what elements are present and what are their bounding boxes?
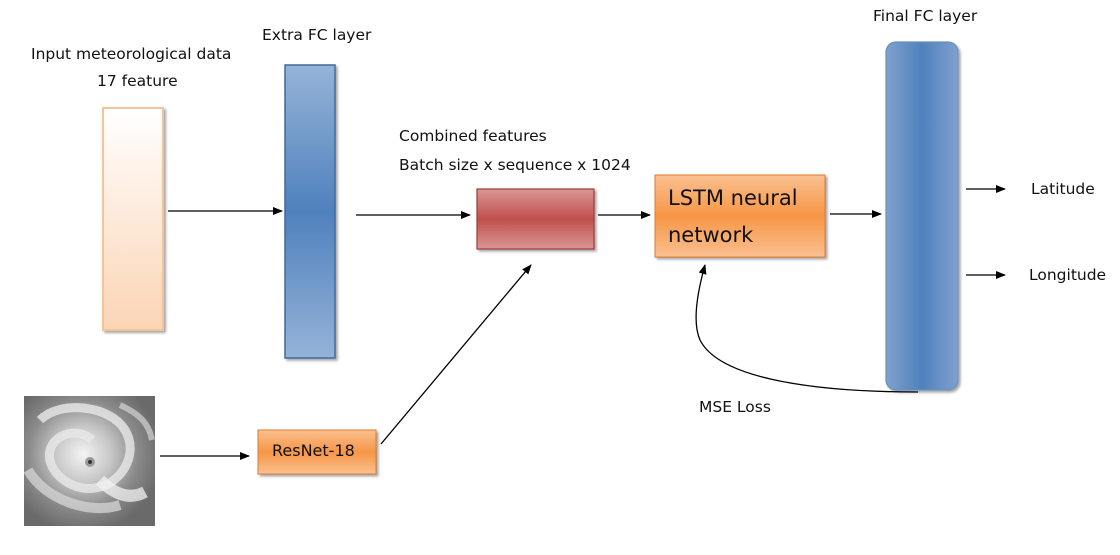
final-fc-layer-block [885, 41, 959, 391]
input-data-block [102, 107, 164, 331]
lstm-label-line2: network [668, 223, 754, 247]
arrow-resnet-to-combined [380, 264, 532, 445]
extra-fc-layer-block [284, 64, 336, 359]
longitude-label: Longitude [1029, 266, 1107, 284]
combined-features-label: Combined features [399, 127, 547, 145]
resnet-label: ResNet-18 [272, 441, 355, 460]
mse-loss-feedback-arrow [695, 264, 919, 393]
extra-fc-layer-label: Extra FC layer [262, 26, 372, 44]
combined-features-shape-label: Batch size x sequence x 1024 [399, 156, 631, 174]
input-feature-count-label: 17 feature [97, 72, 178, 90]
final-fc-layer-label: Final FC layer [873, 7, 978, 25]
lstm-label-line1: LSTM neural [668, 186, 798, 210]
mse-loss-label: MSE Loss [699, 398, 771, 416]
input-data-label: Input meteorological data [31, 45, 232, 63]
latitude-label: Latitude [1031, 180, 1095, 198]
resnet-block [257, 429, 377, 475]
satellite-image [23, 396, 155, 526]
lstm-block [654, 174, 826, 258]
combined-features-block [476, 188, 595, 250]
